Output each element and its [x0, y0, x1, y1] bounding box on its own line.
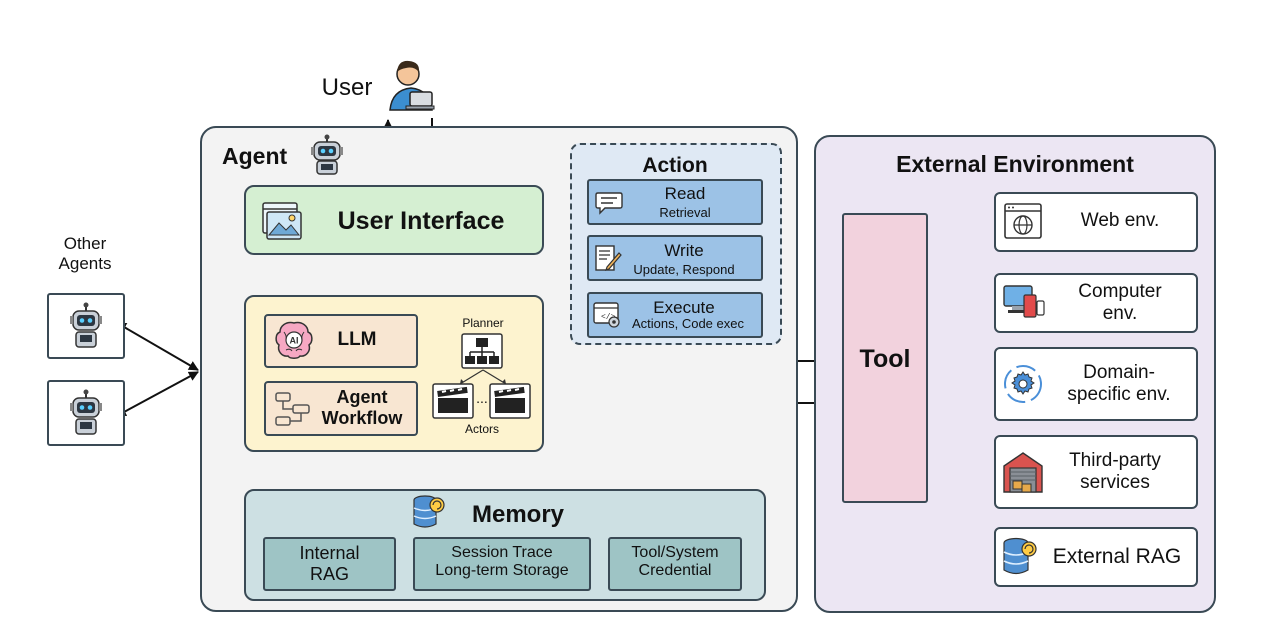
memory-item-internal-rag-label: Internal RAG — [299, 543, 360, 584]
env-computer-label: Computer env. — [1078, 281, 1162, 324]
brain-ai-icon: AI — [275, 321, 313, 359]
tool-box — [842, 213, 928, 503]
devices-icon — [1003, 285, 1045, 318]
action-title: Action — [642, 154, 708, 177]
robot-icon — [311, 134, 343, 175]
action-read-subtitle: Retrieval — [659, 205, 711, 220]
code-gear-icon: </> — [593, 302, 620, 328]
agent-title: Agent — [222, 143, 288, 169]
robot-icon — [70, 302, 102, 348]
gear-cycle-icon — [1004, 365, 1042, 403]
memory-item-internal-rag — [263, 537, 396, 591]
user-icon — [389, 60, 435, 111]
action-execute-subtitle: Actions, Code exec — [631, 316, 744, 331]
env-external-rag-label: External RAG — [1052, 545, 1182, 568]
arrow-agent2-link — [116, 371, 199, 417]
actors-label: Actors — [464, 422, 499, 436]
env-item-external-rag — [994, 527, 1198, 587]
chat-icon — [595, 192, 623, 215]
user-interface-label: User Interface — [337, 207, 505, 235]
action-read-title: Read — [664, 184, 706, 203]
tool-label: Tool — [859, 345, 911, 373]
actors-ellipsis: ... — [476, 390, 488, 406]
image-icon — [262, 202, 302, 240]
clapper-icon — [489, 383, 531, 419]
hierarchy-icon — [461, 333, 503, 369]
workflow-icon — [275, 392, 310, 426]
globe-window-icon — [1004, 203, 1042, 239]
other-agents-label: Other Agents — [58, 234, 112, 273]
env-domain-label: Domain- specific env. — [1067, 362, 1171, 405]
env-web-label: Web env. — [1080, 210, 1160, 231]
action-write-title: Write — [664, 241, 704, 260]
memory-item-credential — [608, 537, 742, 591]
planner-label: Planner — [462, 316, 504, 330]
external-environment-title: External Environment — [896, 151, 1134, 177]
action-item-write — [587, 235, 763, 281]
memory-item-credential-label: Tool/System Credential — [631, 544, 719, 580]
memory-item-session-trace-label: Session Trace Long-term Storage — [435, 544, 569, 580]
database-icon — [1003, 537, 1037, 575]
memory-title: Memory — [471, 501, 565, 528]
user-label: User — [321, 74, 373, 101]
database-icon — [413, 495, 445, 528]
action-execute-title: Execute — [653, 298, 715, 317]
arrow-agent1-link — [116, 322, 199, 371]
warehouse-icon — [1003, 452, 1043, 493]
svg-text:AI: AI — [290, 336, 299, 346]
clapper-icon — [432, 383, 474, 419]
env-item-web — [994, 192, 1198, 252]
robot-icon — [70, 389, 102, 435]
svg-text:</>: </> — [601, 313, 616, 322]
memory-item-session-trace — [413, 537, 591, 591]
planner-branch-arrows — [459, 369, 507, 385]
env-third-party-label: Third-party services — [1069, 450, 1161, 493]
document-edit-icon — [595, 245, 622, 271]
action-write-subtitle: Update, Respond — [633, 262, 735, 277]
llm-label: LLM — [337, 329, 377, 350]
agent-workflow-label: Agent Workflow — [321, 387, 403, 428]
